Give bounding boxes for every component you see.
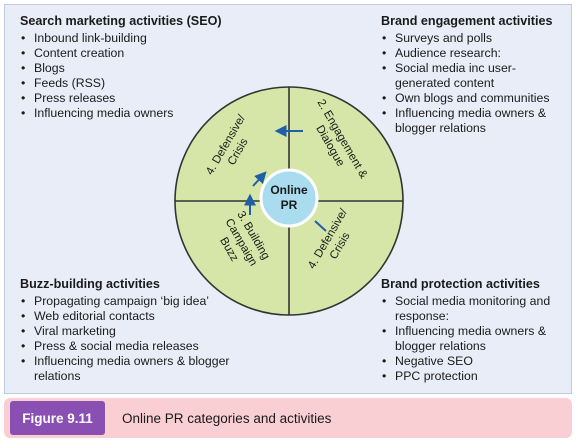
list-item: Influencing media owners xyxy=(21,106,270,121)
brand-engagement-block: Brand engagement activities Surveys and … xyxy=(381,14,571,136)
list-item: Press releases xyxy=(21,91,270,106)
list-item: Influencing media owners & blogger relat… xyxy=(382,324,571,354)
list-item: Press & social media releases xyxy=(21,339,270,354)
brand-protection-block: Brand protection activities Social media… xyxy=(381,277,571,384)
list-item: Inbound link-building xyxy=(21,31,270,46)
brand-engagement-list: Surveys and polls Audience research: Soc… xyxy=(381,31,571,136)
center-label-line2: PR xyxy=(281,198,298,212)
list-item: Viral marketing xyxy=(21,324,270,339)
list-item: Surveys and polls xyxy=(382,31,571,46)
buzz-building-block: Buzz-building activities Propagating cam… xyxy=(20,277,270,384)
center-circle xyxy=(259,168,319,228)
figure-number-badge: Figure 9.11 xyxy=(10,401,105,435)
list-item: PPC protection xyxy=(382,369,571,384)
brand-protection-list: Social media monitoring and response: In… xyxy=(381,294,571,384)
arrow-center-to-defensive xyxy=(252,171,267,187)
list-item: Social media inc user-generated content xyxy=(382,61,571,91)
list-item: Feeds (RSS) xyxy=(21,76,270,91)
list-item: Negative SEO xyxy=(382,354,571,369)
figure-caption-bar: Figure 9.11 Online PR categories and act… xyxy=(4,398,572,438)
list-item: Content creation xyxy=(21,46,270,61)
list-item: Influencing media owners & blogger relat… xyxy=(382,106,571,136)
brand-protection-heading: Brand protection activities xyxy=(381,277,540,291)
figure-caption: Online PR categories and activities xyxy=(122,410,332,426)
list-item: Audience research: xyxy=(382,46,571,61)
seo-activities-block: Search marketing activities (SEO) Inboun… xyxy=(20,14,270,121)
list-item: Own blogs and communities xyxy=(382,91,571,106)
buzz-building-list: Propagating campaign ‘big idea’ Web edit… xyxy=(20,294,270,384)
connector-center-to-crisis xyxy=(314,220,327,232)
center-label-line1: Online xyxy=(270,183,308,197)
seo-heading: Search marketing activities (SEO) xyxy=(20,14,222,28)
buzz-building-heading: Buzz-building activities xyxy=(20,277,160,291)
list-item: Web editorial contacts xyxy=(21,309,270,324)
list-item: Blogs xyxy=(21,61,270,76)
brand-engagement-heading: Brand engagement activities xyxy=(381,14,553,28)
list-item: Social media monitoring and response: xyxy=(382,294,571,324)
list-item: Influencing media owners & blogger relat… xyxy=(21,354,270,384)
list-item: Propagating campaign ‘big idea’ xyxy=(21,294,270,309)
seo-list: Inbound link-building Content creation B… xyxy=(20,31,270,121)
